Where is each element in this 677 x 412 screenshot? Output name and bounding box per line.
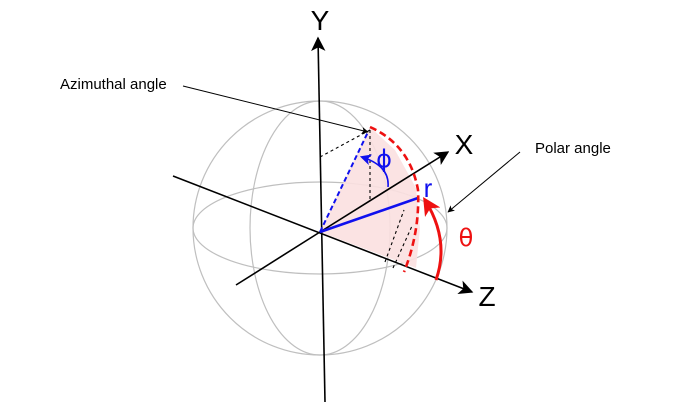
y-axis-label: Y [311, 5, 330, 36]
z-axis-label: Z [478, 281, 495, 312]
y-axis [311, 36, 326, 403]
azimuthal-angle-label: Azimuthal angle [60, 76, 167, 93]
x-axis-label: X [455, 129, 474, 160]
polar-leader [447, 151, 521, 213]
azimuthal-elements [319, 131, 419, 234]
theta-label: θ [459, 224, 474, 252]
polar-angle-label: Polar angle [535, 140, 611, 157]
guide-line-2 [392, 225, 413, 269]
z-axis [172, 175, 474, 295]
axes [172, 36, 474, 403]
phi-arc [359, 154, 389, 188]
theta-arc [423, 196, 443, 281]
phi-label: ϕ [376, 145, 392, 173]
radius-label: r [424, 173, 433, 203]
x-axis [319, 151, 450, 233]
radius-vector [319, 196, 419, 234]
x-axis-negative [235, 231, 321, 286]
guide-lines [319, 129, 413, 269]
polar-elements [369, 125, 443, 281]
azimuthal-dashed-ray [319, 131, 369, 233]
polar-dashed-arc [369, 125, 420, 273]
azimuthal-leader [182, 85, 369, 134]
